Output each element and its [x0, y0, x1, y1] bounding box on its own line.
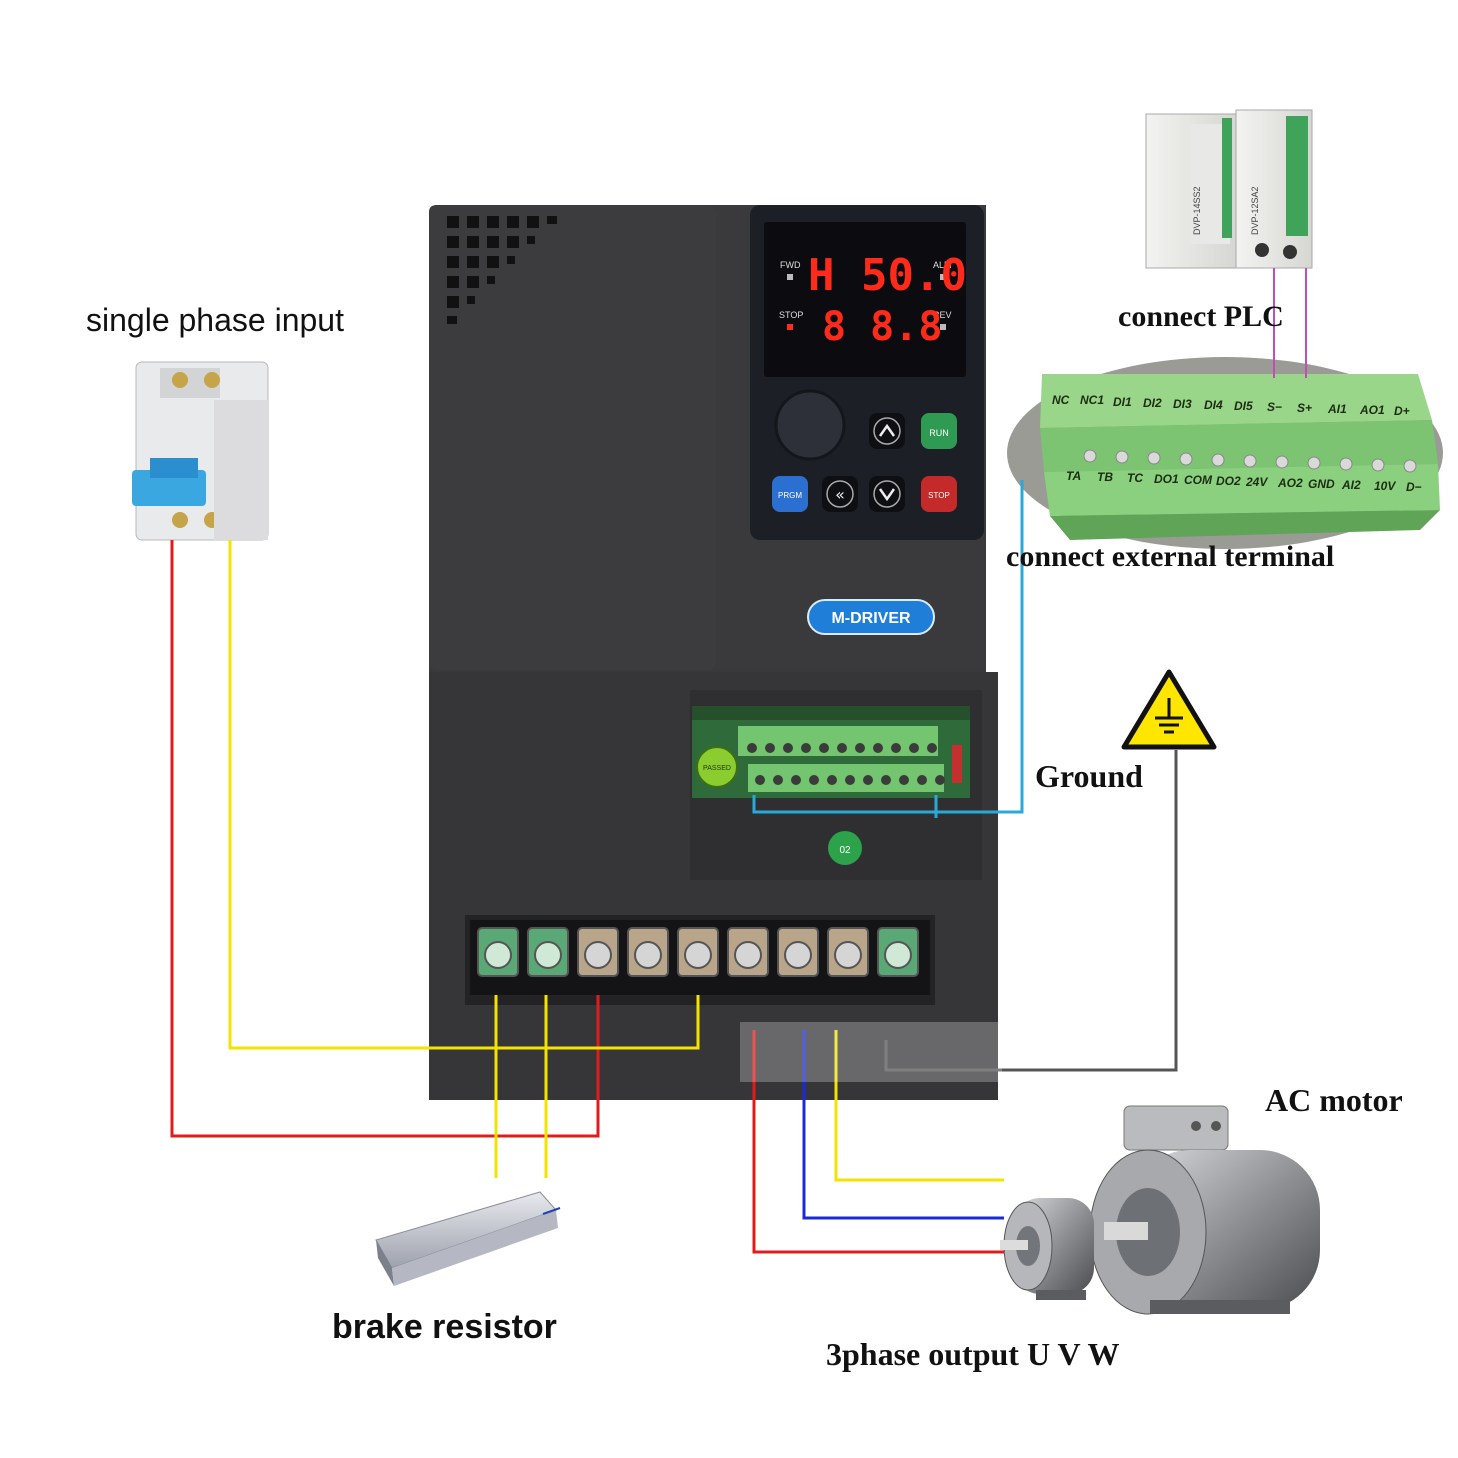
run-button[interactable]: RUN [921, 413, 957, 449]
terminal-label: 10V [1374, 479, 1396, 493]
ground-warning-icon [1121, 669, 1217, 750]
prgm-button[interactable]: PRGM [772, 476, 808, 512]
keypad-panel: FWD ALM STOP REV H 50.0 8 8.8 RUN PRGM « [750, 205, 984, 540]
wire-input-yellow [228, 540, 700, 1050]
rev-indicator-label: REV [933, 310, 952, 320]
svg-text:STOP: STOP [928, 491, 950, 500]
terminal-label: DI3 [1173, 397, 1192, 411]
terminal-label: DO1 [1154, 472, 1179, 486]
terminal-bottom-labels: TA TB TC DO1 COM DO2 24V AO2 GND AI2 10V… [1066, 469, 1422, 494]
display-top-readout: H 50.0 [808, 250, 967, 301]
power-terminal-block [470, 920, 930, 995]
svg-text:PASSED: PASSED [703, 765, 731, 772]
terminal-label: AI2 [1341, 478, 1361, 492]
brand-name: M-DRIVER [831, 610, 911, 627]
label-connect-external-terminal: connect external terminal [1006, 540, 1335, 573]
plc-model-right: DVP-12SA2 [1250, 186, 1260, 235]
terminal-label: S+ [1297, 401, 1312, 415]
svg-text:«: « [835, 485, 845, 504]
plc-model-left: DVP-14SS2 [1192, 186, 1202, 235]
label-connect-plc: connect PLC [1118, 300, 1284, 333]
terminal-top-labels: NC NC1 DI1 DI2 DI3 DI4 DI5 S− S+ AI1 AO1… [1052, 393, 1410, 418]
wire-output-w [834, 1030, 1004, 1182]
display-bottom-readout: 8 8.8 [822, 304, 942, 350]
alm-indicator-label: ALM [933, 260, 952, 270]
down-button[interactable] [869, 476, 905, 512]
terminal-label: D− [1406, 480, 1422, 494]
terminal-screw [477, 927, 919, 977]
terminal-label: TA [1066, 469, 1081, 483]
external-terminal-closeup: NC NC1 DI1 DI2 DI3 DI4 DI5 S− S+ AI1 AO1… [1007, 357, 1443, 549]
stop-indicator-label: STOP [779, 310, 803, 320]
terminal-label: AO1 [1359, 403, 1385, 417]
terminal-label: COM [1184, 473, 1213, 487]
svg-text:RUN: RUN [929, 428, 949, 438]
fwd-indicator-label: FWD [780, 260, 801, 270]
label-ac-motor: AC motor [1265, 1082, 1403, 1118]
terminal-label: DI5 [1234, 399, 1253, 413]
label-brake-resistor: brake resistor [332, 1308, 557, 1346]
circuit-breaker-icon [132, 361, 269, 541]
brand-badge: M-DRIVER [807, 599, 935, 635]
terminal-label: S− [1267, 400, 1282, 414]
wire-ground [884, 750, 1178, 1072]
svg-text:02: 02 [839, 845, 851, 856]
label-single-phase-input: single phase input [86, 302, 344, 338]
speed-knob[interactable] [774, 389, 846, 461]
up-button[interactable] [869, 413, 905, 449]
ac-motor-icon [1000, 1105, 1320, 1315]
wire-output-u [752, 1030, 1004, 1254]
terminal-label: DO2 [1216, 474, 1241, 488]
terminal-label: GND [1308, 477, 1335, 491]
terminal-label: 24V [1245, 475, 1268, 489]
terminal-label: D+ [1394, 404, 1410, 418]
shift-button[interactable]: « [822, 476, 858, 512]
display-window [764, 222, 966, 377]
terminal-label: TC [1127, 471, 1143, 485]
wiring [170, 268, 1307, 1254]
terminal-label: DI4 [1204, 398, 1223, 412]
terminal-label: NC [1052, 393, 1070, 407]
terminal-label: TB [1097, 470, 1113, 484]
control-board: PASSED [692, 706, 970, 798]
stop-button[interactable]: STOP [921, 476, 957, 512]
qc-sticker: 02 [828, 831, 862, 865]
terminal-label: NC1 [1080, 393, 1104, 407]
plc-icon: DVP-14SS2 DVP-12SA2 [1145, 109, 1313, 269]
vent-grille [447, 216, 557, 324]
brake-resistor-icon [375, 1191, 561, 1286]
terminal-label: DI1 [1113, 395, 1132, 409]
terminal-label: AO2 [1277, 476, 1303, 490]
wire-external [752, 480, 1024, 814]
label-ground: Ground [1035, 758, 1143, 794]
terminal-label: DI2 [1143, 396, 1162, 410]
wire-input-red [170, 540, 600, 1138]
wire-output-v [802, 1030, 1004, 1220]
passed-sticker [696, 746, 738, 788]
label-3phase-output: 3phase output U V W [826, 1336, 1120, 1372]
svg-text:PRGM: PRGM [778, 491, 802, 500]
terminal-label: AI1 [1327, 402, 1347, 416]
